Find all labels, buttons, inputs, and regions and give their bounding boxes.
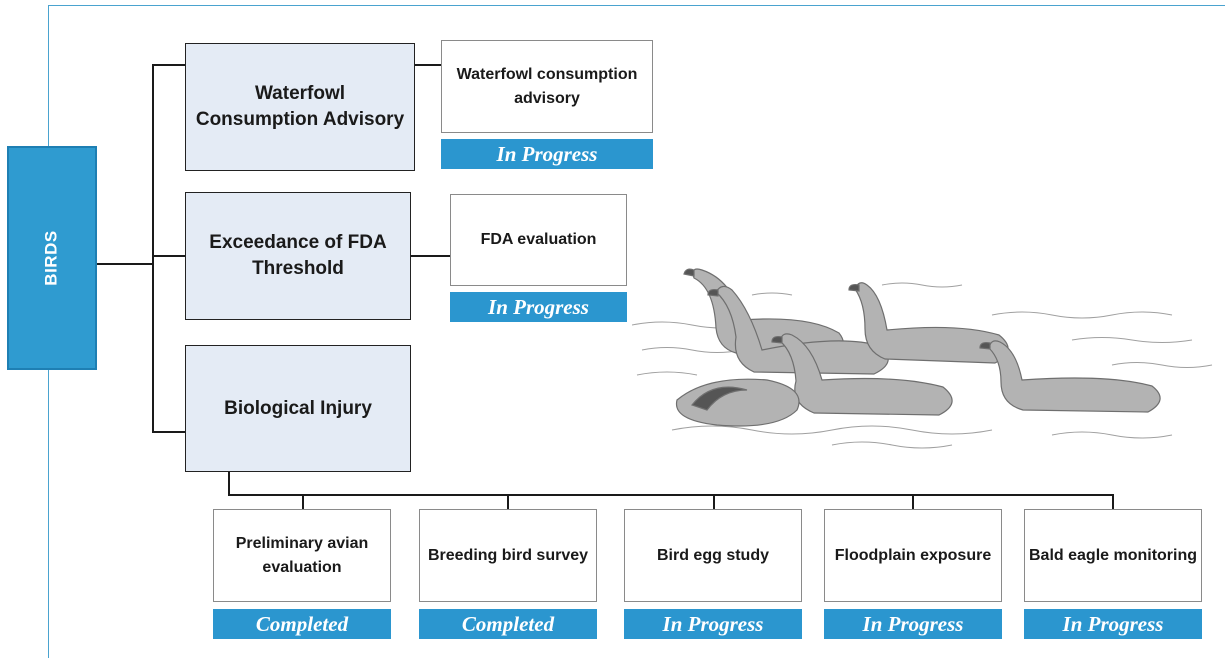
task-floodplain-exposure: Floodplain exposure xyxy=(824,509,1002,602)
status-bald-eagle-monitoring: In Progress xyxy=(1024,609,1202,639)
birds-root-box: BIRDS xyxy=(7,146,97,370)
connector-drop-3 xyxy=(713,494,715,509)
connector-waterfowl-to-task xyxy=(415,64,441,66)
connector-biological-down xyxy=(228,472,230,496)
status-breeding-bird-survey: Completed xyxy=(419,609,597,639)
connector-spine-to-exceedance xyxy=(152,255,185,257)
task-bird-egg-study: Bird egg study xyxy=(624,509,802,602)
category-waterfowl-consumption-advisory: Waterfowl Consumption Advisory xyxy=(185,43,415,171)
status-bird-egg-study: In Progress xyxy=(624,609,802,639)
category-biological-injury: Biological Injury xyxy=(185,345,411,472)
connector-bottom-bar xyxy=(228,494,1114,496)
connector-spine-to-waterfowl xyxy=(152,64,185,66)
goose-5 xyxy=(979,340,1161,413)
status-floodplain-exposure: In Progress xyxy=(824,609,1002,639)
goose-1 xyxy=(683,268,845,359)
category-exceedance-fda-threshold: Exceedance of FDA Threshold xyxy=(185,192,411,320)
birds-root-label: BIRDS xyxy=(42,230,61,286)
task-waterfowl-consumption-advisory: Waterfowl consumption advisory xyxy=(441,40,653,133)
canada-geese-illustration-icon xyxy=(632,268,1213,449)
connector-spine-to-biological xyxy=(152,431,185,433)
goose-4 xyxy=(771,333,953,416)
status-preliminary-avian-evaluation: Completed xyxy=(213,609,391,639)
connector-root-to-spine xyxy=(97,263,154,265)
connector-spine xyxy=(152,64,154,433)
connector-drop-1 xyxy=(302,494,304,509)
goose-3 xyxy=(848,282,1009,364)
goose-6 xyxy=(675,378,800,427)
connector-drop-5 xyxy=(1112,494,1114,509)
status-fda-evaluation: In Progress xyxy=(450,292,627,322)
connector-drop-2 xyxy=(507,494,509,509)
status-waterfowl-consumption-advisory: In Progress xyxy=(441,139,653,169)
task-breeding-bird-survey: Breeding bird survey xyxy=(419,509,597,602)
frame-top-border xyxy=(48,5,1225,6)
connector-exceedance-to-task xyxy=(411,255,450,257)
connector-drop-4 xyxy=(912,494,914,509)
task-bald-eagle-monitoring: Bald eagle monitoring xyxy=(1024,509,1202,602)
task-preliminary-avian-evaluation: Preliminary avian evaluation xyxy=(213,509,391,602)
task-fda-evaluation: FDA evaluation xyxy=(450,194,627,286)
